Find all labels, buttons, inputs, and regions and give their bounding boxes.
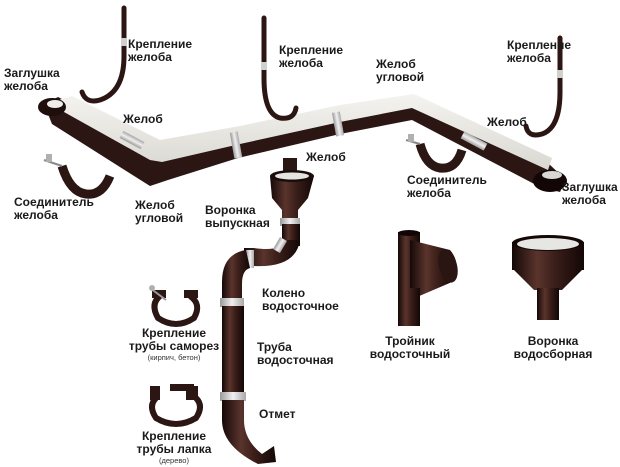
gutter-connector-band: [119, 130, 145, 150]
gutter-connector-band: [331, 111, 345, 137]
gutter-connectors: [43, 134, 467, 199]
outlet-funnel: [270, 170, 314, 226]
pipe-bracket-screw: [149, 285, 201, 327]
connector-left: [57, 164, 115, 199]
label-gutter-hanger-3: Крепление желоба: [507, 38, 572, 65]
connector-right: [415, 142, 467, 173]
downpipe-main: [222, 306, 244, 394]
downpipe-outlet: [222, 400, 276, 464]
collecting-funnel: [512, 235, 584, 320]
label-bracket-leg-note: (дерево): [159, 456, 189, 465]
label-outlet: Отмет: [259, 407, 296, 421]
gutter-run: [38, 94, 567, 192]
gutter-hanger-2: [261, 15, 299, 121]
gutter-outer: [44, 97, 566, 192]
gutter-hangers: [79, 5, 563, 138]
label-bracket-leg: Крепление трубы лапка: [136, 429, 212, 456]
label-connector-right: Соединитель желоба: [407, 173, 487, 200]
label-gutter-1: Желоб: [123, 112, 163, 126]
gutter-connector-band: [229, 131, 243, 159]
label-downpipe: Труба водосточная: [257, 340, 334, 367]
label-gutter-hanger-1: Крепление желоба: [128, 37, 193, 64]
label-elbow: Колено водосточное: [262, 286, 339, 313]
label-bracket-screw-note: (кирпич, бетон): [147, 353, 201, 362]
label-end-cap-left: Заглушка желоба: [4, 66, 60, 93]
label-corner-gutter-top: Желоб угловой: [376, 57, 425, 84]
gutter-outlet-neck: [283, 158, 297, 172]
elbow-upper: [244, 240, 300, 267]
label-outlet-funnel: Воронка выпускная: [205, 203, 270, 230]
label-gutter-3: Желоб: [306, 150, 346, 164]
label-connector-left: Соединитель желоба: [14, 195, 94, 222]
label-collecting-funnel: Воронка водосборная: [513, 334, 593, 361]
pipe-bracket-leg: [149, 384, 203, 427]
gutter-hanger-3: [523, 35, 563, 138]
label-gutter-hanger-2: Крепление желоба: [279, 43, 344, 70]
label-tee: Тройник водосточный: [369, 334, 451, 361]
label-corner-gutter-bottom: Желоб угловой: [135, 198, 184, 225]
label-bracket-screw: Крепление трубы саморез: [128, 326, 220, 353]
label-gutter-2: Желоб: [487, 115, 527, 129]
downpipe-assembly: [220, 224, 300, 464]
gutter-hanger-1: [79, 5, 127, 104]
gutter-connector-band: [460, 131, 488, 151]
gutter-inner: [58, 94, 552, 170]
downpipe-tee: [398, 230, 458, 326]
label-end-cap-right: Заглушка желоба: [562, 180, 618, 207]
